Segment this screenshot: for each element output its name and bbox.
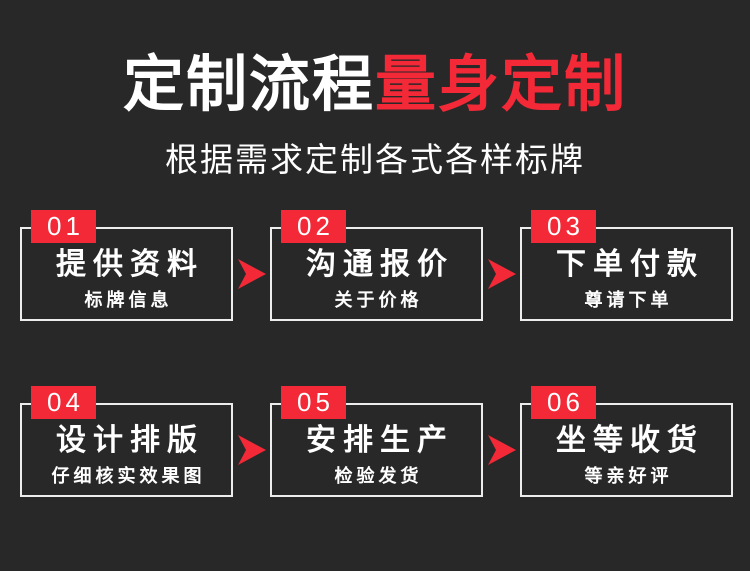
step-subtitle: 标牌信息	[84, 289, 173, 310]
step-box-6: 06 坐等收货 等亲好评	[520, 386, 733, 497]
step-subtitle: 检验发货	[334, 465, 423, 486]
steps-row-2: 04 设计排版 仔细核实效果图 05 安排生产 检验发货 06 坐等收货 等亲好…	[20, 386, 733, 497]
steps-row-1: 01 提供资料 标牌信息 02 沟通报价 关于价格 03 下单付款 尊请下单	[20, 210, 733, 321]
step-subtitle: 等亲好评	[584, 465, 673, 486]
step-number-badge: 03	[531, 210, 596, 243]
step-title: 提供资料	[56, 247, 204, 281]
arrow-right-icon	[233, 403, 270, 497]
step-subtitle: 尊请下单	[584, 289, 673, 310]
step-number-badge: 02	[281, 210, 346, 243]
step-title: 安排生产	[306, 423, 454, 457]
step-number-badge: 01	[31, 210, 96, 243]
step-subtitle: 仔细核实效果图	[51, 465, 206, 486]
step-box-3: 03 下单付款 尊请下单	[520, 210, 733, 321]
step-box-2: 02 沟通报价 关于价格	[270, 210, 483, 321]
header: 定制流程量身定制 根据需求定制各式各样标牌	[0, 48, 750, 181]
page-title-white-part: 定制流程	[122, 50, 375, 118]
arrow-right-icon	[483, 403, 520, 497]
step-box-4: 04 设计排版 仔细核实效果图	[20, 386, 233, 497]
arrow-right-icon	[483, 227, 520, 321]
step-box-5: 05 安排生产 检验发货	[270, 386, 483, 497]
step-title: 下单付款	[556, 247, 704, 281]
step-title: 设计排版	[56, 423, 204, 457]
page-title-red-part: 量身定制	[375, 50, 628, 118]
step-title: 坐等收货	[556, 423, 704, 457]
arrow-right-icon	[233, 227, 270, 321]
page-subtitle: 根据需求定制各式各样标牌	[165, 141, 585, 178]
step-box-1: 01 提供资料 标牌信息	[20, 210, 233, 321]
step-number-badge: 05	[281, 386, 346, 419]
page-title: 定制流程量身定制	[0, 48, 750, 120]
step-number-badge: 06	[531, 386, 596, 419]
step-subtitle: 关于价格	[334, 289, 423, 310]
step-title: 沟通报价	[306, 247, 454, 281]
step-number-badge: 04	[31, 386, 96, 419]
